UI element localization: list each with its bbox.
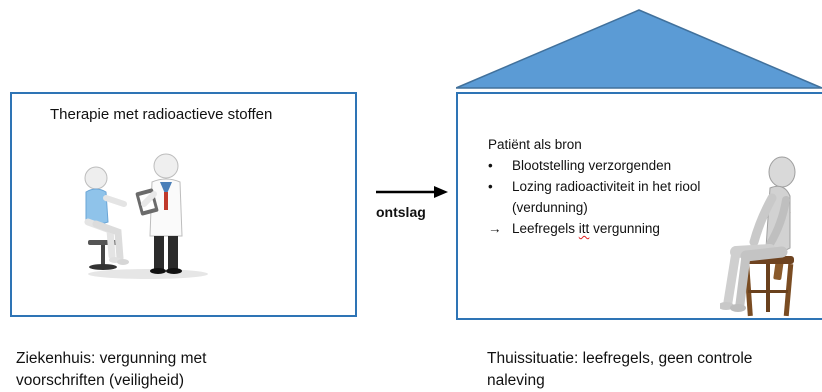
list-item-continuation: (verdunning) xyxy=(512,200,588,215)
home-caption-line2: naleving xyxy=(487,372,545,389)
hospital-box: Therapie met radioactieve stoffen xyxy=(10,92,357,317)
seated-figure-illustration xyxy=(720,156,796,317)
hospital-caption-line2: voorschriften (veiligheid) xyxy=(16,372,184,389)
home-situation-list: Patiënt als bron • Blootstelling verzorg… xyxy=(488,134,700,239)
list-item: • Blootstelling verzorgenden xyxy=(488,155,700,176)
hospital-caption-line1: Ziekenhuis: vergunning met xyxy=(16,350,207,367)
home-caption: Thuissituatie: leefregels, geen controle… xyxy=(487,348,752,392)
home-caption-line1: Thuissituatie: leefregels, geen controle xyxy=(487,350,753,367)
list-item: • Lozing radioactiviteit in het riool xyxy=(488,176,700,197)
hospital-title: Therapie met radioactieve stoffen xyxy=(50,106,273,123)
arrow-item-text: Leefregels itt vergunning xyxy=(512,218,660,239)
transition-label: ontslag xyxy=(376,204,426,220)
home-heading: Patiënt als bron xyxy=(488,137,582,152)
arrow-right-icon: → xyxy=(488,221,502,236)
arrow-item-suffix: vergunning xyxy=(589,221,660,236)
arrow-item: → Leefregels itt vergunning xyxy=(488,218,700,239)
list-item-text: Blootstelling verzorgenden xyxy=(512,158,672,173)
spellcheck-marked-word: itt xyxy=(578,221,590,236)
house-box: Patiënt als bron • Blootstelling verzorg… xyxy=(456,92,822,320)
house-roof xyxy=(456,9,822,89)
arrow-item-prefix: Leefregels xyxy=(512,221,579,236)
bullet-icon: • xyxy=(488,179,493,194)
bullet-icon: • xyxy=(488,158,493,173)
list-item-text: Lozing radioactiviteit in het riool xyxy=(512,179,701,194)
hospital-caption: Ziekenhuis: vergunning met voorschriften… xyxy=(16,348,206,392)
doctor-patient-illustration xyxy=(84,153,208,279)
right-arrow-icon xyxy=(376,186,448,198)
